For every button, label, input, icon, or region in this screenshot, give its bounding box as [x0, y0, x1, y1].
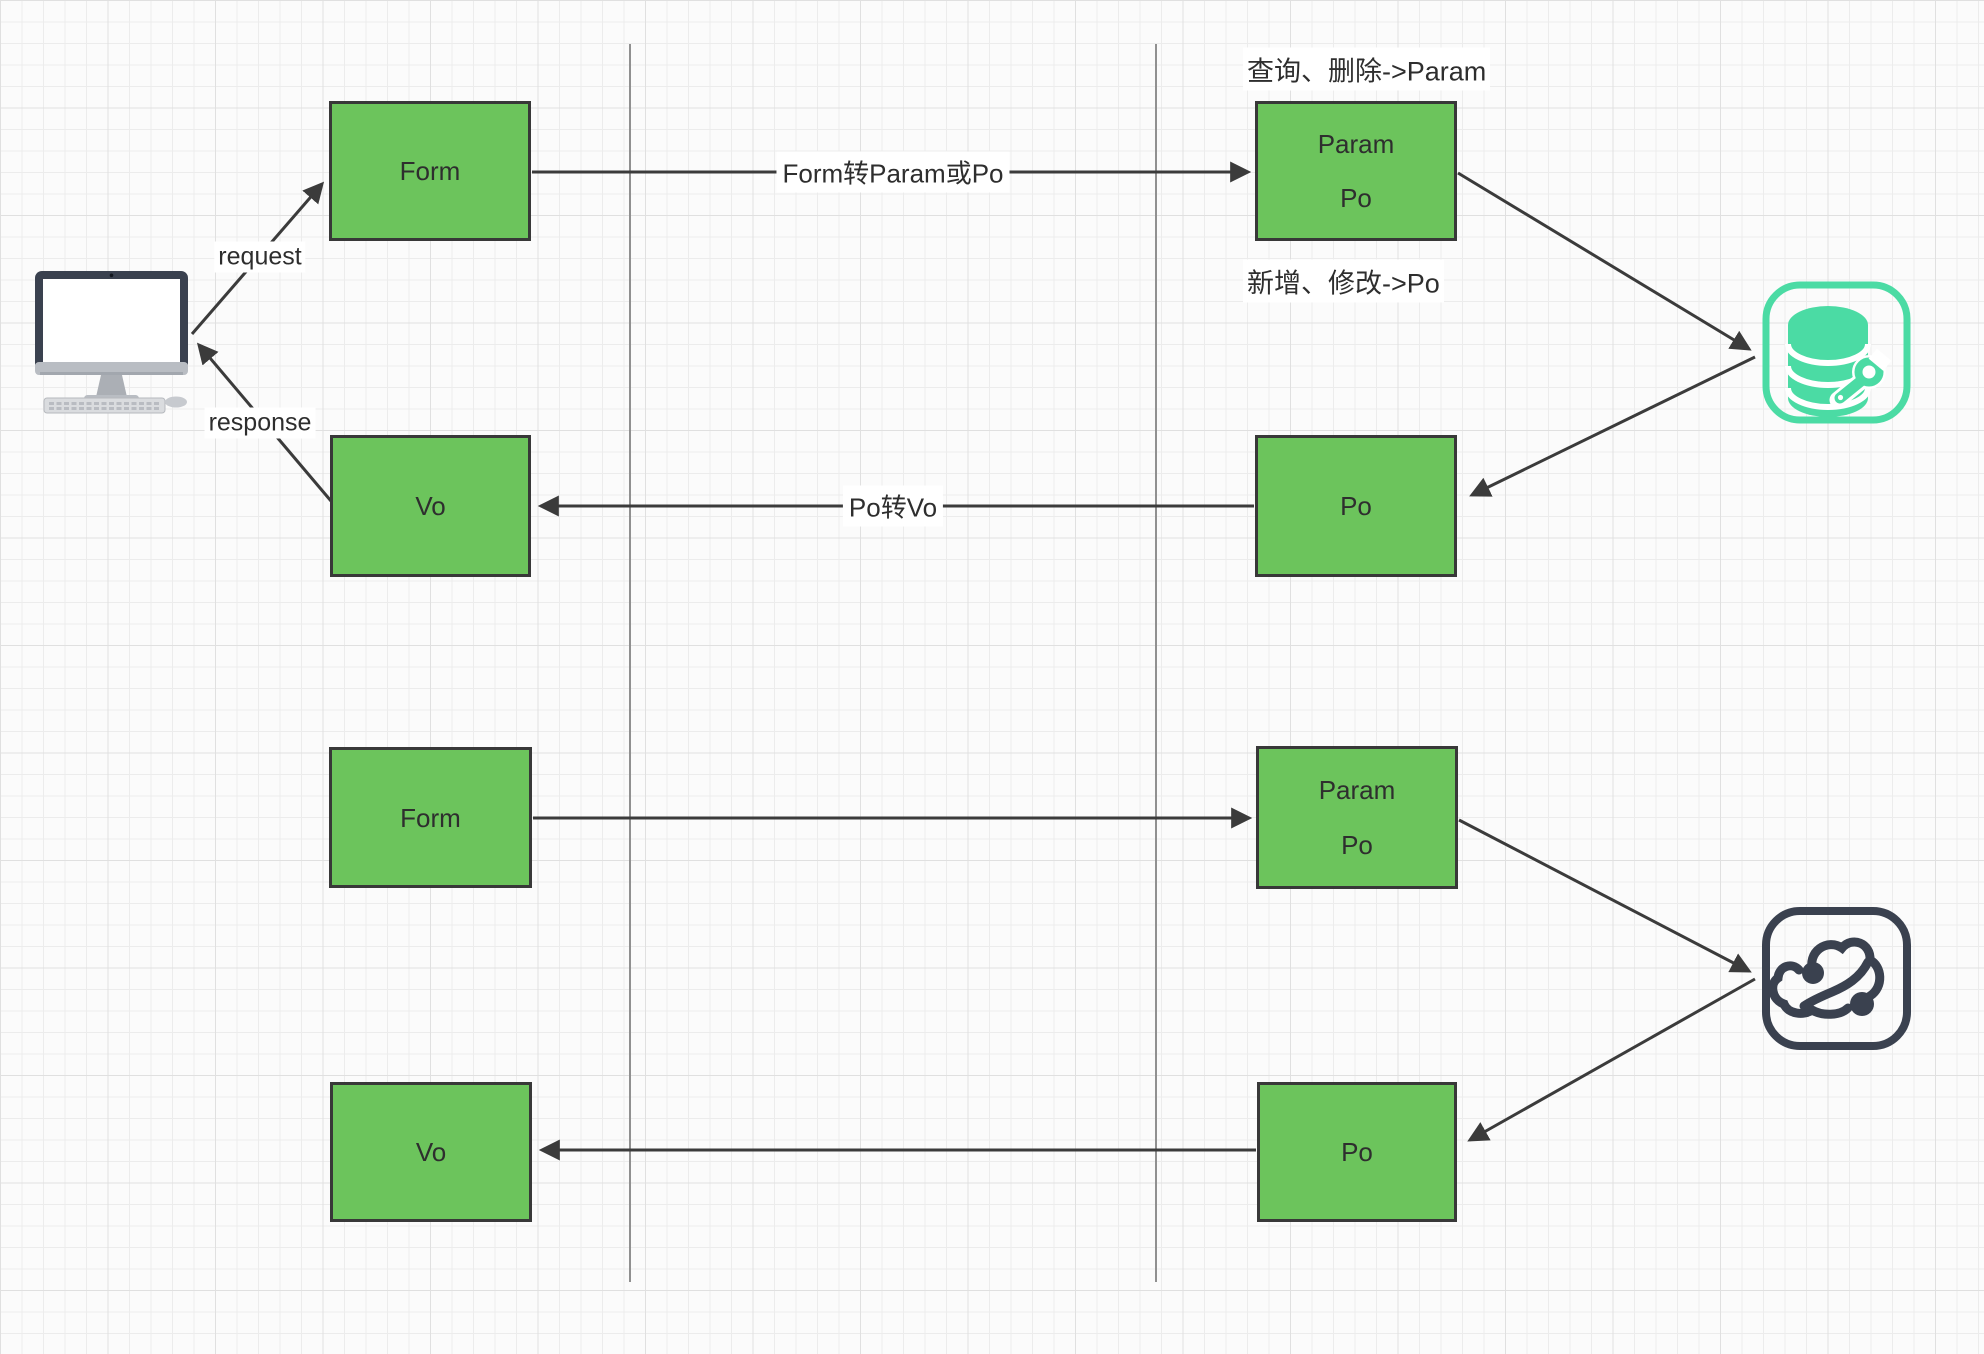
swimlane-divider-left[interactable] — [629, 44, 631, 1282]
edge-parampo-to-database[interactable] — [1457, 171, 1752, 351]
param-po-box-upper-line1: Param — [1317, 129, 1395, 160]
param-po-box-lower[interactable]: Param Po — [1256, 746, 1458, 889]
param-po-box-lower-line2: Po — [1341, 829, 1373, 860]
po-box-lower-label: Po — [1341, 1137, 1373, 1167]
vo-box-upper-label: Vo — [415, 491, 446, 521]
vo-box-lower-label: Vo — [415, 1137, 447, 1167]
desktop-computer-icon[interactable] — [35, 271, 188, 414]
form-box-upper-label: Form — [399, 156, 461, 186]
swimlane-divider-right[interactable] — [1155, 44, 1157, 1282]
po-box-upper-label: Po — [1340, 491, 1372, 521]
note-query-delete-param[interactable]: 查询、删除->Param — [1243, 47, 1491, 91]
cloud-icon[interactable] — [1762, 907, 1911, 1050]
edge-database-to-po[interactable] — [1469, 355, 1756, 497]
edge-cloud-to-po[interactable] — [1467, 977, 1756, 1142]
po-to-vo-edge-label[interactable]: Po转Vo — [842, 485, 944, 527]
param-po-box-upper[interactable]: Param Po — [1255, 101, 1457, 241]
response-edge-label[interactable]: response — [204, 407, 316, 439]
form-to-param-edge-label[interactable]: Form转Param或Po — [776, 151, 1010, 193]
form-box-upper[interactable]: Form — [329, 101, 531, 241]
param-po-box-lower-line1: Param — [1318, 775, 1396, 806]
request-edge-label[interactable]: request — [214, 241, 306, 273]
po-box-upper[interactable]: Po — [1255, 435, 1457, 577]
param-po-box-upper-line2: Po — [1340, 182, 1372, 213]
form-box-lower[interactable]: Form — [329, 747, 532, 888]
po-box-lower[interactable]: Po — [1257, 1082, 1457, 1222]
form-box-lower-label: Form — [400, 802, 461, 833]
note-add-update-po[interactable]: 新增、修改->Po — [1243, 259, 1444, 303]
database-wrench-icon[interactable] — [1762, 281, 1911, 424]
vo-box-upper[interactable]: Vo — [330, 435, 531, 577]
vo-box-lower[interactable]: Vo — [330, 1082, 532, 1222]
edge-parampo-to-cloud[interactable] — [1458, 818, 1752, 973]
